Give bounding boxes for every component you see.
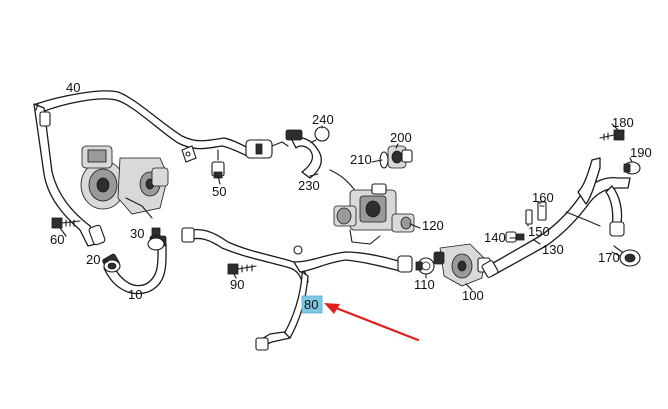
highlight-box [301,295,323,314]
callout-170: 170 [598,250,620,265]
part-90-bolt [227,263,257,275]
part-100-housing [433,243,491,287]
egr-valve-assembly [333,183,415,245]
red-arrow-line [334,306,420,342]
callout-230: 230 [298,178,320,193]
callout-50: 50 [212,184,226,199]
callout-200: 200 [390,130,412,145]
part-50-clip [211,149,225,179]
callout-60: 60 [50,232,64,247]
callout-100: 100 [462,288,484,303]
callout-190: 190 [630,145,652,160]
part-140-connector [505,231,525,243]
callout-20: 20 [86,252,100,267]
callout-210: 210 [350,152,372,167]
part-190-clamp [623,161,641,175]
callout-80: 80 [304,297,318,312]
part-110-clamp [415,257,435,275]
part-200-sensor [387,145,413,169]
part-40-bracket [181,145,197,163]
callout-30: 30 [130,226,144,241]
callout-90: 90 [230,277,244,292]
part-230-hose [285,129,322,179]
part-180-bolt [599,129,625,141]
part-30-clamp [147,227,165,251]
turbocharger-assembly [80,145,169,219]
callout-130: 130 [542,242,564,257]
part-80-pipe [181,227,413,351]
red-arrow-head [324,303,340,314]
part-60-bolt [51,217,81,229]
callout-150: 150 [528,224,550,239]
part-150-clip [525,209,533,225]
highlight-80: 80 [301,295,420,342]
callout-110: 110 [414,277,435,292]
callout-40: 40 [66,80,80,95]
part-160-bracket [537,201,547,221]
part-20-clamp [103,259,121,273]
callout-240: 240 [312,112,334,127]
callout-180: 180 [612,115,634,130]
callout-120: 120 [422,218,444,233]
part-170-clamp [613,245,641,267]
part-240-clamp [311,126,330,143]
leader-lines [35,103,633,291]
callout-140: 140 [484,230,506,245]
callout-10: 10 [128,287,142,302]
callout-160: 160 [532,190,554,205]
part-40-coupling [245,139,289,159]
part-130-pipe [481,157,631,278]
